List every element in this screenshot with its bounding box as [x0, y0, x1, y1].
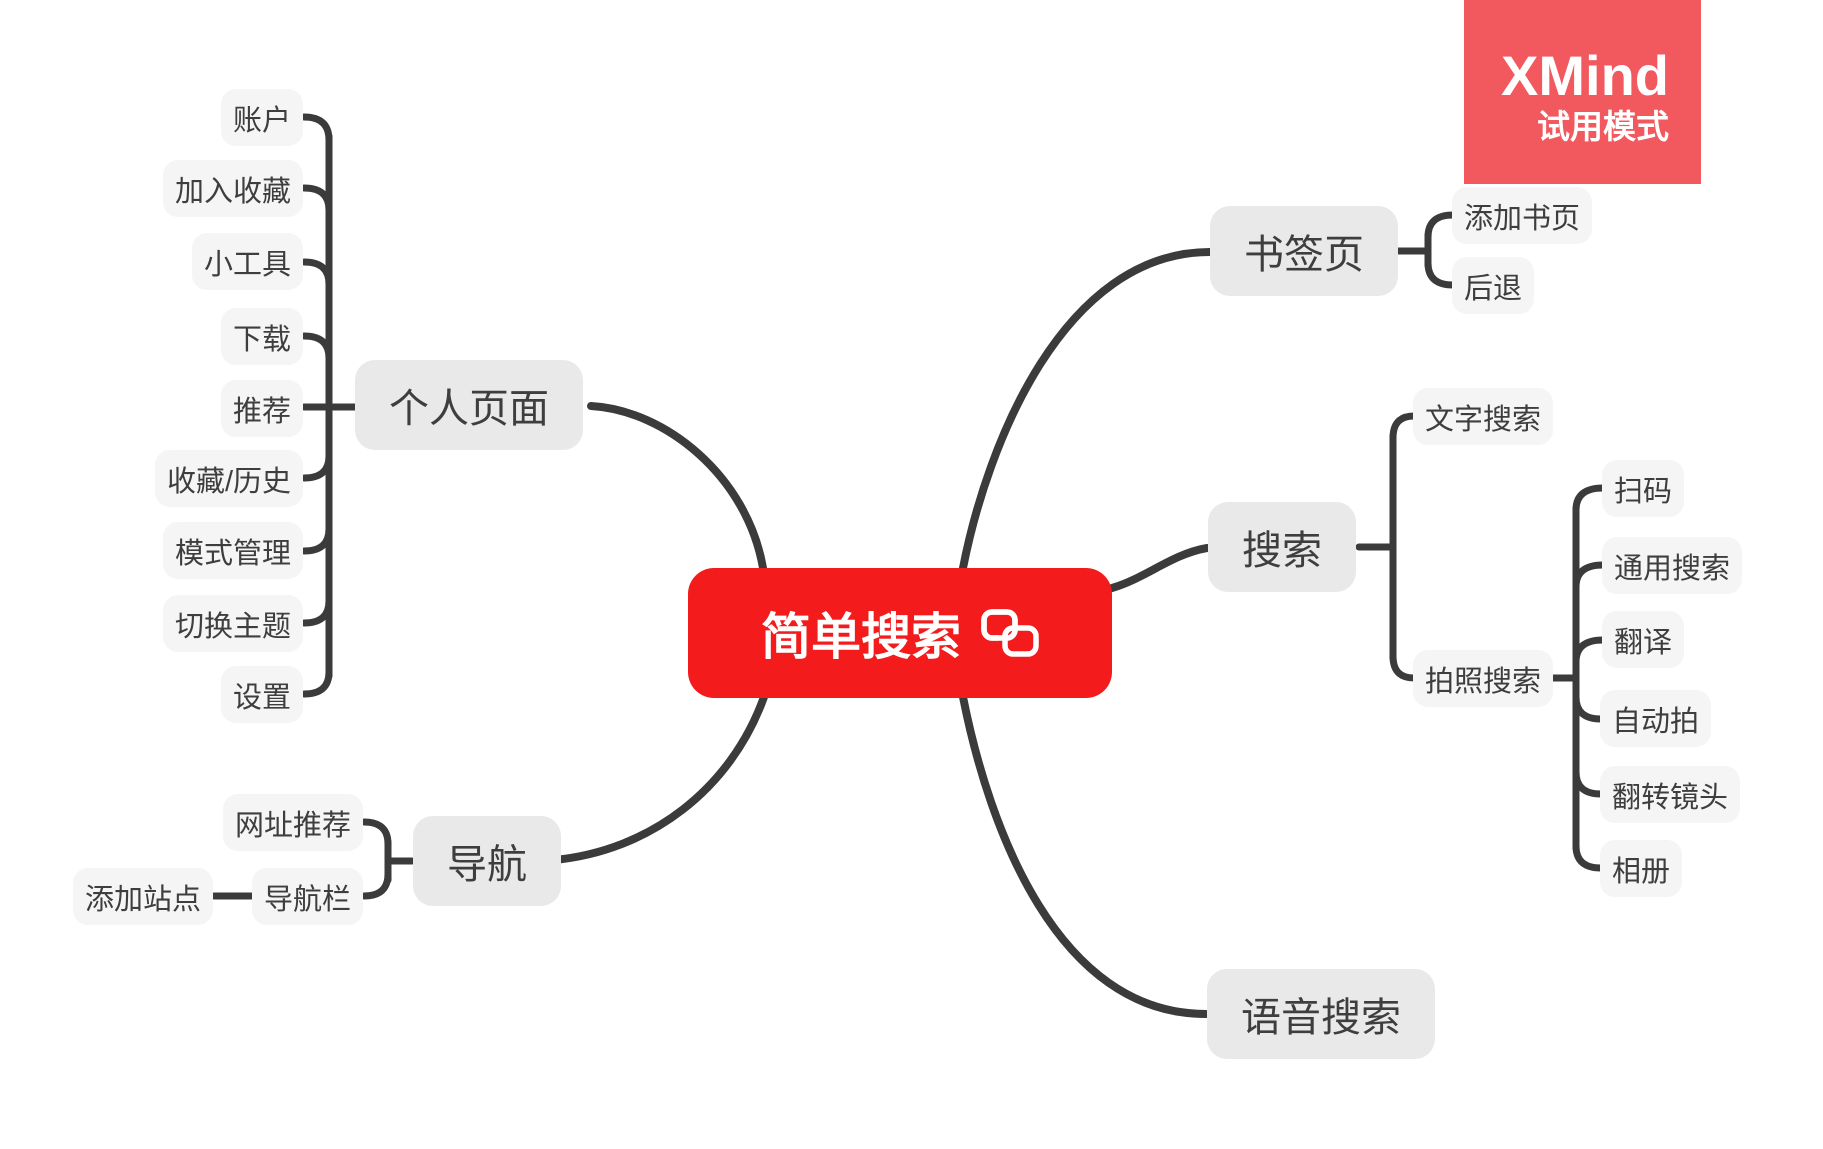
branch-bookmark-page[interactable]: 书签页 — [1210, 206, 1398, 296]
child-text-search[interactable]: 文字搜索 — [1413, 388, 1554, 445]
child-recommend[interactable]: 推荐 — [220, 380, 303, 437]
branch-personal-page-label: 个人页面 — [389, 387, 549, 431]
child-switch-theme-label: 切换主题 — [174, 610, 291, 643]
child-translate[interactable]: 翻译 — [1602, 611, 1685, 668]
xmind-trial-badge: XMind 试用模式 — [1464, 0, 1701, 184]
child-navigation-bar-label: 导航栏 — [263, 883, 351, 916]
child-flip-camera-label: 翻转镜头 — [1612, 781, 1729, 814]
child-url-recommend-label: 网址推荐 — [234, 809, 351, 842]
child-account-label: 账户 — [232, 104, 291, 137]
child-add-bookmark-label: 添加书页 — [1464, 202, 1581, 235]
child-download-label: 下载 — [232, 323, 291, 356]
child-add-to-favorites-label: 加入收藏 — [174, 175, 291, 208]
child-add-site-label: 添加站点 — [84, 883, 201, 916]
child-back[interactable]: 后退 — [1452, 257, 1535, 314]
edge-root-personal-page — [587, 402, 767, 572]
branch-navigation-label: 导航 — [447, 843, 527, 887]
edge-root-search — [1108, 544, 1211, 592]
branch-bookmark-page-label: 书签页 — [1244, 233, 1364, 277]
child-flip-camera[interactable]: 翻转镜头 — [1600, 766, 1741, 823]
child-add-site[interactable]: 添加站点 — [72, 868, 213, 925]
branch-search-label: 搜索 — [1242, 529, 1322, 573]
child-mode-management-label: 模式管理 — [174, 537, 291, 570]
child-auto-shoot[interactable]: 自动拍 — [1600, 690, 1712, 747]
child-back-label: 后退 — [1464, 272, 1523, 305]
branch-voice-search-label: 语音搜索 — [1241, 996, 1401, 1040]
branch-personal-page[interactable]: 个人页面 — [355, 360, 583, 450]
edge-root-voice-search — [959, 693, 1210, 1018]
trial-mode-label: 试用模式 — [1537, 108, 1669, 146]
child-translate-label: 翻译 — [1614, 626, 1673, 659]
child-switch-theme[interactable]: 切换主题 — [162, 595, 303, 652]
edge-root-bookmark-page — [959, 248, 1214, 572]
child-photo-search[interactable]: 拍照搜索 — [1413, 650, 1554, 707]
child-scan-code[interactable]: 扫码 — [1602, 460, 1685, 517]
link-icon[interactable] — [981, 609, 1039, 657]
child-url-recommend[interactable]: 网址推荐 — [222, 794, 363, 851]
child-general-search-label: 通用搜索 — [1614, 552, 1731, 585]
central-topic[interactable]: 简单搜索 — [688, 568, 1112, 698]
child-auto-shoot-label: 自动拍 — [1612, 705, 1700, 738]
child-widgets-label: 小工具 — [203, 248, 291, 281]
child-navigation-bar[interactable]: 导航栏 — [251, 868, 363, 925]
child-add-bookmark[interactable]: 添加书页 — [1452, 187, 1593, 244]
child-general-search[interactable]: 通用搜索 — [1602, 537, 1743, 594]
branch-search[interactable]: 搜索 — [1208, 502, 1356, 592]
child-download[interactable]: 下载 — [220, 308, 303, 365]
child-favorites-history-label: 收藏/历史 — [166, 465, 291, 498]
child-text-search-label: 文字搜索 — [1425, 403, 1542, 436]
child-settings[interactable]: 设置 — [220, 666, 303, 723]
child-account[interactable]: 账户 — [220, 89, 303, 146]
xmind-logo-text: XMind — [1501, 43, 1669, 107]
child-recommend-label: 推荐 — [232, 395, 291, 428]
child-favorites-history[interactable]: 收藏/历史 — [154, 450, 303, 507]
edge-root-navigation — [550, 693, 768, 864]
central-topic-label: 简单搜索 — [761, 609, 961, 665]
child-album-label: 相册 — [1612, 855, 1671, 888]
child-add-to-favorites[interactable]: 加入收藏 — [162, 160, 303, 217]
child-widgets[interactable]: 小工具 — [191, 233, 303, 290]
child-settings-label: 设置 — [232, 681, 291, 714]
child-scan-code-label: 扫码 — [1614, 475, 1673, 508]
child-photo-search-label: 拍照搜索 — [1425, 665, 1542, 698]
branch-navigation[interactable]: 导航 — [413, 816, 561, 906]
child-mode-management[interactable]: 模式管理 — [162, 522, 303, 579]
branch-voice-search[interactable]: 语音搜索 — [1207, 969, 1435, 1059]
child-album[interactable]: 相册 — [1600, 840, 1683, 897]
